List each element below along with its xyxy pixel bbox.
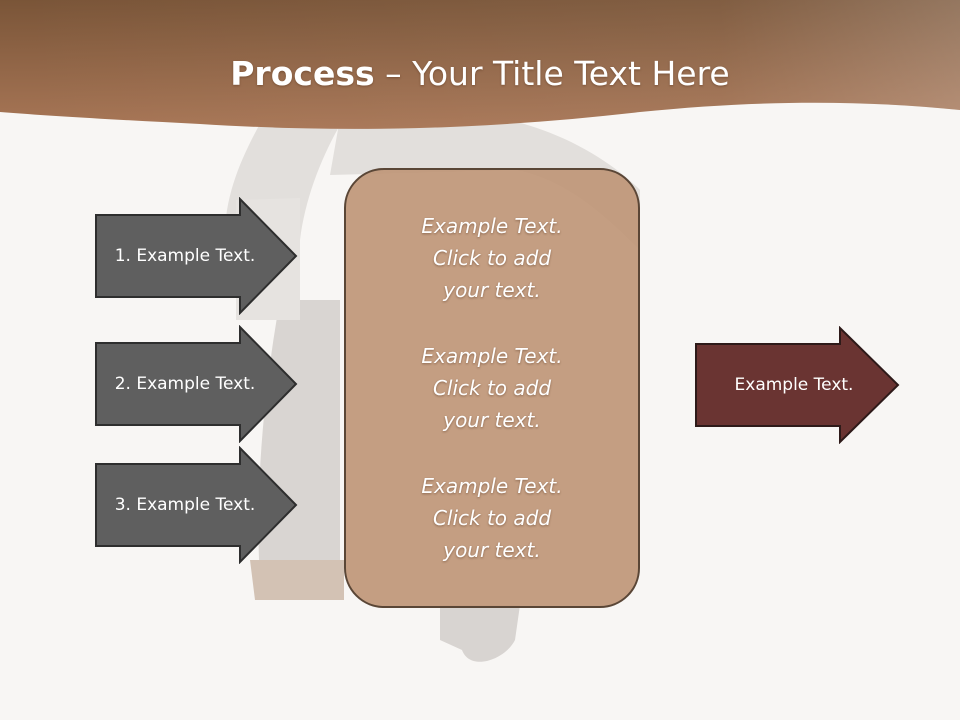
step-label: 3. Example Text. xyxy=(114,495,256,515)
slide-title[interactable]: Process – Your Title Text Here xyxy=(0,52,960,96)
output-label: Example Text. xyxy=(734,375,854,395)
step-arrow-3[interactable]: 3. Example Text. xyxy=(94,446,298,564)
center-item-2: Example Text. Click to add your text. xyxy=(421,344,563,432)
title-bold: Process xyxy=(230,54,375,93)
step-arrow-2[interactable]: 2. Example Text. xyxy=(94,325,298,443)
arrow-right-icon xyxy=(95,325,298,443)
arrow-right-icon xyxy=(695,326,900,444)
center-item-3: Example Text. Click to add your text. xyxy=(421,474,563,562)
arrow-right-icon xyxy=(95,446,298,564)
step-label: 2. Example Text. xyxy=(114,374,256,394)
step-arrow-1[interactable]: 1. Example Text. xyxy=(94,197,298,315)
process-center-box[interactable]: Example Text. Click to add your text. Ex… xyxy=(344,168,640,608)
title-rest: – Your Title Text Here xyxy=(374,54,730,93)
center-item-1: Example Text. Click to add your text. xyxy=(421,214,563,302)
step-label: 1. Example Text. xyxy=(114,246,256,266)
output-arrow[interactable]: Example Text. xyxy=(694,326,900,444)
header-band xyxy=(0,0,960,129)
arrow-right-icon xyxy=(95,197,298,315)
